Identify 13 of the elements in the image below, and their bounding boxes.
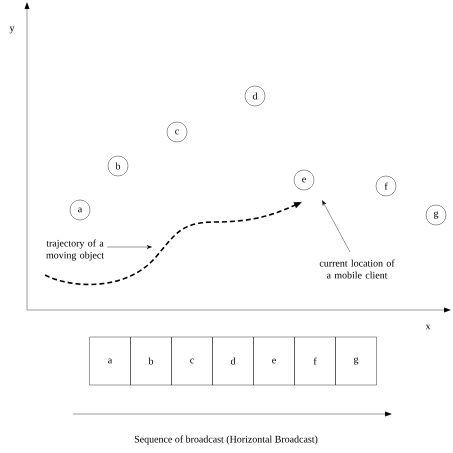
annotation-text: current location of a mobile client [320,259,395,279]
table-cell: d [212,336,254,386]
caption: Sequence of broadcast (Horizontal Broadcast) [134,435,318,445]
table-cell: b [130,336,172,386]
table-cell: f [294,336,336,386]
arrow [107,245,152,249]
table-cell: c [171,336,213,386]
table-cell: a [89,336,131,386]
table-cell: g [335,336,377,386]
axis-label: y [10,26,14,34]
table-cell: e [253,336,295,386]
axis-label: x [426,324,430,330]
arrow [322,200,350,252]
